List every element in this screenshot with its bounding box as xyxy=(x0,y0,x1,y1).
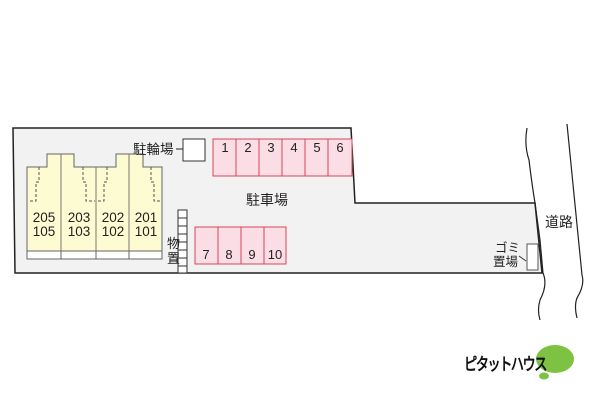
parking-lot-label: 駐車場 xyxy=(246,192,288,209)
unit-label-105: 105 xyxy=(33,224,56,239)
parking-row-top: 1 2 3 4 5 6 xyxy=(212,138,353,177)
apartment-building: 205 105 203 103 202 102 201 101 xyxy=(26,153,163,260)
storage-label-1: 物 xyxy=(167,237,180,252)
parking-space-9: 9 xyxy=(248,247,255,262)
road-label: 道路 xyxy=(545,215,573,231)
road-edge-right xyxy=(566,123,584,319)
parking-row-bottom: 7 8 9 10 xyxy=(194,226,287,265)
parking-space-8: 8 xyxy=(225,247,232,262)
garbage-area: ゴミ 置場 xyxy=(493,240,539,271)
parking-space-5: 5 xyxy=(313,140,320,155)
road-edge-left xyxy=(525,127,546,321)
garbage-label-2: 置場 xyxy=(493,254,518,269)
unit-label-205: 205 xyxy=(33,210,56,225)
bicycle-parking-box xyxy=(182,138,206,162)
storage-label-2: 置 xyxy=(167,252,180,267)
building-body xyxy=(26,153,163,260)
balcony-strip xyxy=(26,250,163,260)
parking-space-4: 4 xyxy=(290,140,297,155)
brand-logo-text: ピタットハウス xyxy=(464,355,547,375)
parking-space-7: 7 xyxy=(202,247,209,262)
parking-space-2: 2 xyxy=(244,140,251,155)
garbage-box xyxy=(526,243,539,271)
garbage-label-1: ゴミ xyxy=(495,240,520,255)
parking-space-3: 3 xyxy=(267,140,274,155)
parking-space-6: 6 xyxy=(336,140,343,155)
unit-label-102: 102 xyxy=(102,224,125,239)
parking-space-1: 1 xyxy=(221,140,228,155)
unit-label-101: 101 xyxy=(135,224,158,239)
storage: 物 置 xyxy=(167,209,188,274)
unit-label-202: 202 xyxy=(102,210,125,225)
logo-speech-bubble-icon xyxy=(536,345,574,380)
unit-label-203: 203 xyxy=(68,210,91,225)
unit-label-103: 103 xyxy=(68,224,91,239)
unit-label-201: 201 xyxy=(135,210,158,225)
bicycle-parking-label: 駐輪場 xyxy=(133,141,174,158)
parking-space-10: 10 xyxy=(268,247,282,262)
